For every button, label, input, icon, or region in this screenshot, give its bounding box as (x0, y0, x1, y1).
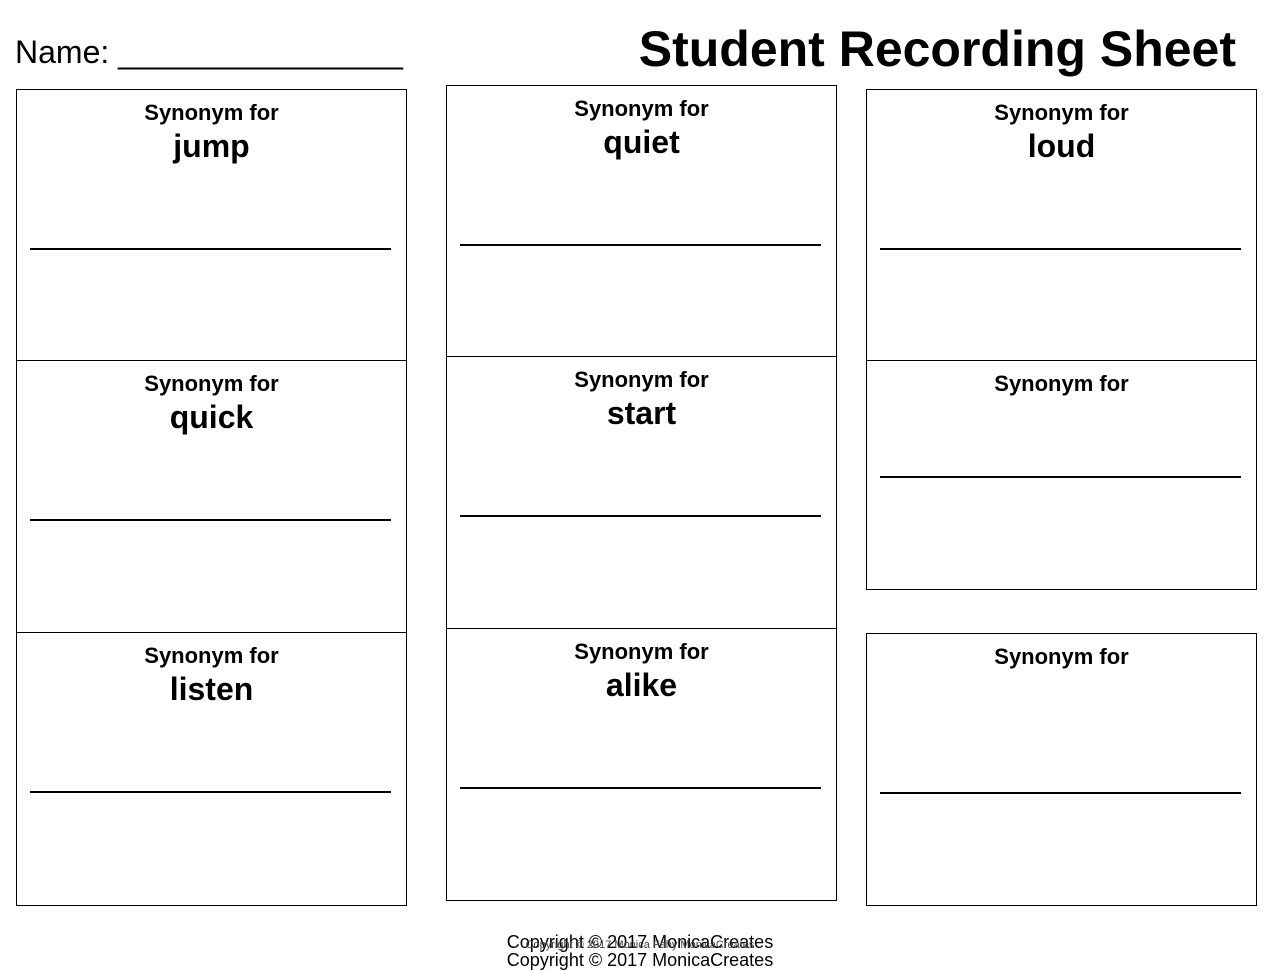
answer-line[interactable] (30, 519, 391, 521)
synonym-card-alike: Synonym for alike (446, 628, 837, 901)
answer-line[interactable] (460, 244, 821, 246)
card-word: listen (169, 671, 254, 707)
card-word: jump (173, 128, 250, 164)
card-word: quiet (603, 124, 680, 160)
synonym-card-listen: Synonym for listen (16, 632, 407, 906)
synonym-card-blank-1: Synonym for (866, 360, 1257, 590)
card-label: Synonym for (994, 644, 1129, 669)
synonym-card-jump: Synonym for jump (16, 89, 407, 361)
copyright-repeat-text: Copyright © 2017 MonicaCreates (506, 950, 774, 970)
answer-line[interactable] (460, 515, 821, 517)
answer-line[interactable] (880, 792, 1241, 794)
synonym-card-quick: Synonym for quick (16, 360, 407, 633)
card-word: loud (1027, 128, 1096, 164)
answer-line[interactable] (30, 248, 391, 250)
card-label: Synonym for (574, 367, 709, 392)
copyright-text: Copyright © 2017 MonicaCreates (506, 932, 774, 952)
answer-line[interactable] (880, 248, 1241, 250)
synonym-card-start: Synonym for start (446, 356, 837, 629)
answer-line[interactable] (30, 791, 391, 793)
card-label: Synonym for (144, 371, 279, 396)
card-label: Synonym for (144, 643, 279, 668)
card-label: Synonym for (574, 639, 709, 664)
card-label: Synonym for (994, 100, 1129, 125)
card-label: Synonym for (994, 371, 1129, 396)
page-title: Student Recording Sheet (638, 21, 1236, 77)
name-field-label: Name: ________________ (15, 34, 403, 70)
answer-line[interactable] (880, 476, 1241, 478)
card-label: Synonym for (144, 100, 279, 125)
copyright-small-text: Copyright © 2017 Monica Fahy MonicaCreat… (525, 939, 755, 951)
card-label: Synonym for (574, 96, 709, 121)
card-word: quick (169, 399, 254, 435)
synonym-card-blank-2: Synonym for (866, 633, 1257, 906)
synonym-card-loud: Synonym for loud (866, 89, 1257, 361)
card-word: start (606, 395, 677, 431)
answer-line[interactable] (460, 787, 821, 789)
synonym-card-quiet: Synonym for quiet (446, 85, 837, 357)
card-word: alike (605, 667, 678, 703)
